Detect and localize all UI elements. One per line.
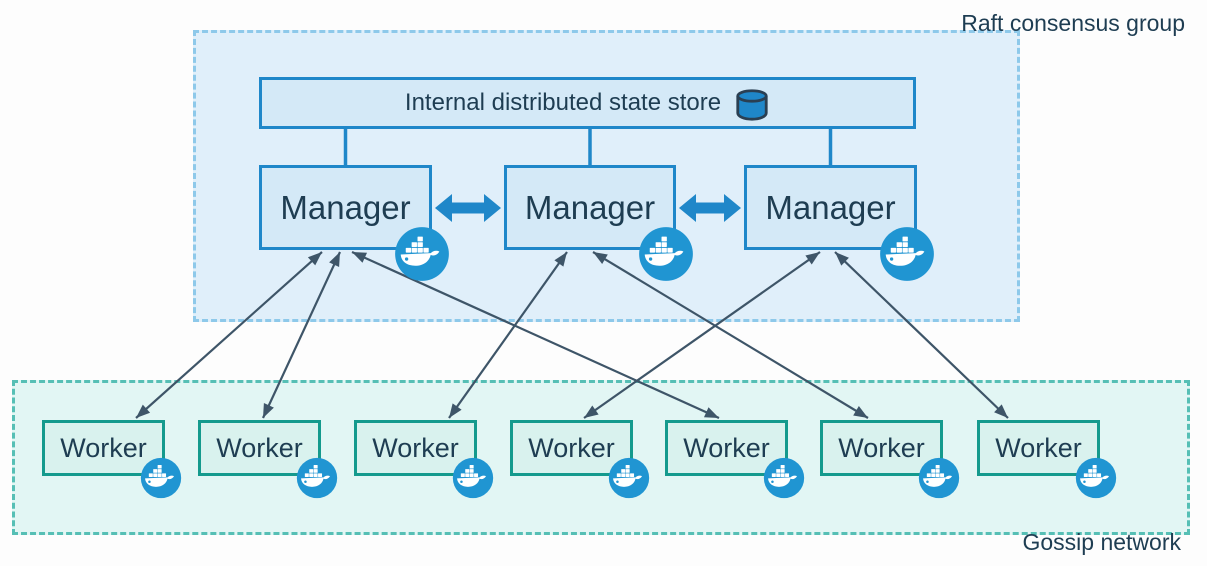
docker-whale-icon	[608, 457, 650, 499]
manager-node: Manager	[504, 165, 676, 250]
worker-label: Worker	[372, 432, 459, 463]
worker-node: Worker	[977, 420, 1100, 476]
manager-label: Manager	[765, 188, 896, 226]
docker-whale-icon	[638, 226, 694, 282]
docker-whale-icon	[140, 457, 182, 499]
docker-whale-icon	[452, 457, 494, 499]
raft-group-label: Raft consensus group	[961, 10, 1185, 36]
docker-whale-icon	[1075, 457, 1117, 499]
worker-node: Worker	[665, 420, 788, 476]
worker-label: Worker	[683, 432, 770, 463]
docker-whale-icon	[394, 226, 450, 282]
database-cylinder-icon	[736, 88, 768, 121]
state-store-node: Internal distributed state store	[259, 77, 916, 129]
worker-label: Worker	[528, 432, 615, 463]
manager-label: Manager	[524, 188, 656, 226]
worker-label: Worker	[838, 432, 925, 463]
docker-whale-icon	[763, 457, 805, 499]
docker-whale-icon	[296, 457, 338, 499]
docker-whale-icon	[918, 457, 960, 499]
state-store-label: Internal distributed state store	[404, 89, 722, 116]
worker-label: Worker	[60, 432, 147, 463]
manager-label: Manager	[280, 188, 411, 226]
worker-label: Worker	[216, 432, 303, 463]
worker-label: Worker	[995, 432, 1082, 463]
gossip-network-label: Gossip network	[1022, 529, 1181, 555]
docker-whale-icon	[879, 226, 935, 282]
manager-node: Manager	[259, 165, 432, 250]
